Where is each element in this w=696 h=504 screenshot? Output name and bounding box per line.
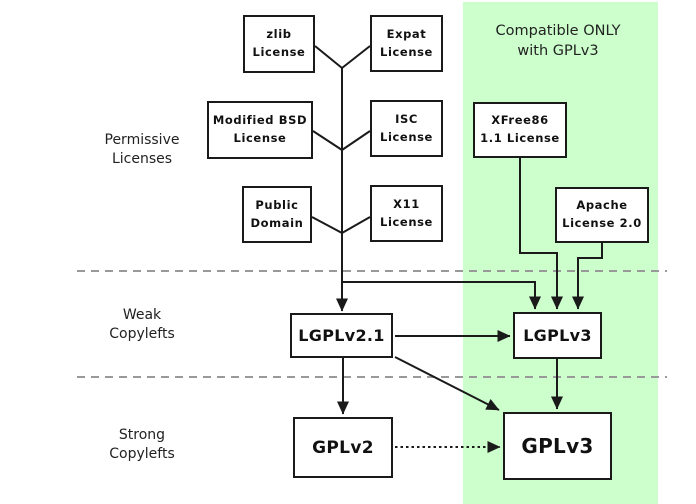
node-expat-license: Expat License (370, 15, 443, 72)
node-x11-license: X11 License (370, 185, 443, 242)
edge-lgplv21-to-gplv3 (394, 356, 500, 411)
edge-xfree86-to-lgplv3 (519, 158, 563, 310)
edge-permissive-funnel (311, 45, 371, 234)
node-lgplv21: LGPLv2.1 (290, 313, 393, 358)
node-lgplv3: LGPLv3 (513, 312, 602, 359)
label-weak-copylefts: Weak Copylefts (109, 307, 175, 342)
node-zlib-license: zlib License (243, 15, 315, 73)
node-gplv3: GPLv3 (503, 412, 612, 480)
node-public-domain: Public Domain (242, 186, 312, 243)
label-permissive-licenses: Permissive Licenses (104, 132, 180, 167)
node-gplv2: GPLv2 (293, 417, 393, 478)
node-xfree86-license: XFree86 1.1 License (473, 102, 567, 158)
connector-lines (311, 45, 603, 453)
category-separators (77, 270, 667, 378)
node-isc-license: ISC License (370, 100, 443, 157)
node-modified-bsd-license: Modified BSD License (207, 101, 313, 159)
label-strong-copylefts: Strong Copylefts (109, 427, 175, 462)
edge-apache-to-lgplv3 (572, 243, 603, 310)
label-compatible-only-gplv3: Compatible ONLY with GPLv3 (495, 23, 621, 60)
edge-permissive-to-lgplv3 (342, 281, 541, 310)
node-apache-license: Apache License 2.0 (555, 187, 649, 243)
